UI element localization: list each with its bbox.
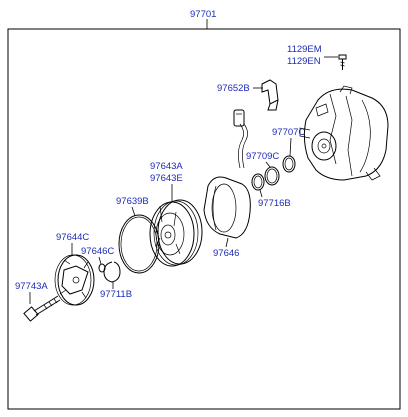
leader-97646 bbox=[225, 237, 229, 248]
leader-97646C bbox=[98, 256, 102, 265]
callout-97709C: 97709C bbox=[246, 151, 279, 162]
callout-97643E: 97643E bbox=[150, 173, 183, 184]
callout-97743A: 97743A bbox=[15, 281, 48, 292]
snap-ring-97711B-part bbox=[103, 261, 121, 283]
bracket-97652B-part bbox=[261, 79, 279, 111]
ring-97709C-part bbox=[264, 166, 280, 186]
compressor-body bbox=[299, 85, 389, 181]
shim-97639B-part bbox=[118, 214, 160, 274]
seal-97707C-part bbox=[282, 155, 296, 173]
leader-97707C bbox=[289, 137, 292, 157]
callout-97646: 97646 bbox=[213, 248, 239, 259]
ring-97716B-part bbox=[251, 173, 265, 191]
callout-1129EN: 1129EN bbox=[287, 56, 321, 67]
bolt-97743A-part bbox=[23, 295, 61, 322]
assembly-frame bbox=[7, 28, 401, 410]
callout-97639B: 97639B bbox=[116, 196, 149, 207]
field-coil-97646-part bbox=[203, 109, 251, 239]
callout-97643A: 97643A bbox=[150, 161, 183, 172]
leader-97709C bbox=[265, 161, 271, 168]
callout-97707C: 97707C bbox=[272, 127, 305, 138]
callout-97711B: 97711B bbox=[100, 289, 132, 300]
bolt-1129-part bbox=[338, 54, 347, 70]
callout-97716B: 97716B bbox=[258, 198, 291, 209]
callout-1129EM: 1129EM bbox=[287, 44, 322, 55]
leader-97639B bbox=[131, 206, 136, 217]
callout-97646C: 97646C bbox=[81, 246, 114, 257]
leader-97716B bbox=[259, 189, 263, 198]
callout-97652B: 97652B bbox=[217, 83, 250, 94]
assembly-number-label: 97701 bbox=[190, 9, 216, 20]
hub-97644C-part bbox=[54, 254, 95, 306]
callout-97644C: 97644C bbox=[56, 232, 89, 243]
